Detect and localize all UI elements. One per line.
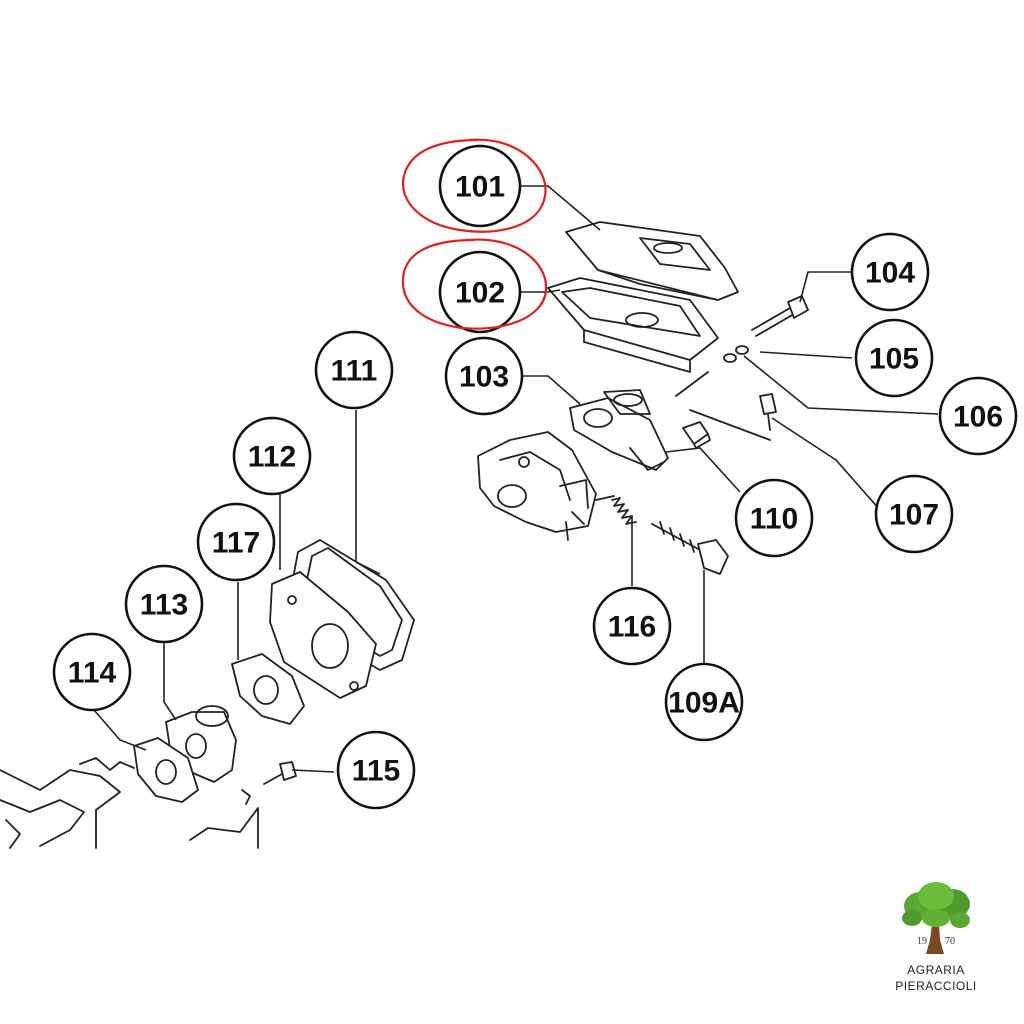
callout-label: 114	[68, 657, 117, 690]
tree-icon	[902, 882, 970, 954]
callout-label: 117	[212, 527, 260, 560]
small-screw-part	[759, 393, 777, 431]
callout-label: 104	[865, 257, 915, 290]
logo-year-right: 70	[945, 936, 955, 947]
washer-part	[723, 345, 749, 363]
callout-label: 111	[331, 355, 378, 388]
highlight-circle-102	[401, 238, 548, 330]
leader-lines	[93, 185, 939, 773]
adjustment-nut-part	[682, 421, 711, 449]
idle-spring-part	[611, 497, 637, 525]
air-filter-part	[547, 277, 719, 373]
callout-117: 117	[196, 502, 276, 582]
callout-105: 105	[854, 318, 934, 398]
callout-label: 109A	[668, 687, 740, 720]
flange-bolt-part	[263, 761, 297, 785]
callout-114: 114	[52, 632, 132, 712]
callout-label: 112	[248, 441, 296, 474]
agraria-pieraccioli-logo: 19 70 AGRARIA PIERACCIOLI	[895, 882, 977, 993]
logo-line2: PIERACCIOLI	[895, 979, 977, 993]
callout-109a: 109A	[664, 662, 744, 742]
callout-label: 107	[889, 499, 939, 532]
highlight-circle-101	[401, 138, 547, 233]
callout-label: 103	[459, 361, 509, 394]
callout-111: 111	[314, 330, 394, 410]
callout-label: 113	[140, 589, 188, 622]
callout-label: 116	[608, 611, 656, 644]
callout-113: 113	[124, 564, 204, 644]
carburetor-adapter-part	[569, 389, 669, 471]
callout-label: 115	[352, 755, 400, 788]
adjustment-screw-part	[651, 521, 729, 575]
callout-110: 110	[734, 478, 814, 558]
callout-label: 102	[455, 277, 505, 310]
logo-year-left: 19	[917, 936, 927, 947]
mounting-bolt-part	[751, 295, 809, 337]
callout-103: 103	[444, 336, 524, 416]
callout-101: 101	[438, 144, 522, 228]
callout-label: 105	[869, 343, 919, 376]
callout-112: 112	[232, 416, 312, 496]
air-filter-cover-part	[565, 221, 739, 301]
callout-115: 115	[336, 730, 416, 810]
callout-102: 102	[438, 250, 522, 334]
manifold-gasket-part	[133, 737, 199, 803]
callout-104: 104	[850, 232, 930, 312]
carburetor-body-part	[477, 431, 597, 541]
insulator-plate-part	[269, 571, 377, 699]
engine-crankcase-part	[0, 757, 259, 849]
callout-label: 110	[750, 503, 798, 536]
callout-106: 106	[938, 376, 1018, 456]
callout-label: 106	[953, 401, 1003, 434]
callout-116: 116	[592, 586, 672, 666]
callout-label: 101	[455, 171, 505, 204]
callout-107: 107	[874, 474, 954, 554]
flange-part	[231, 653, 305, 725]
logo-line1: AGRARIA	[907, 963, 965, 977]
